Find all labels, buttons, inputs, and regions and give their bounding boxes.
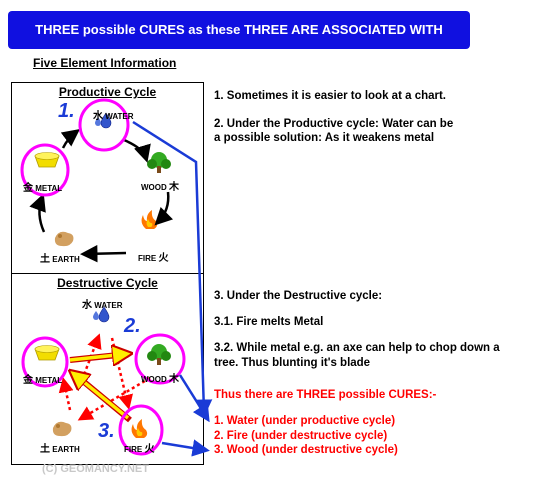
wood-highlight	[134, 333, 186, 385]
cure-2: 2. Fire (under destructive cycle)	[214, 430, 388, 442]
fire-label: FIRE 火	[138, 253, 169, 264]
cures-title: Thus there are THREE possible CURES:-	[214, 389, 437, 401]
note-3-2b: tree. Thus blunting it's blade	[214, 357, 371, 369]
earth-label-destructive: 土 EARTH	[40, 444, 80, 455]
note-3: 3. Under the Destructive cycle:	[214, 290, 383, 302]
fire-flame-icon-destructive	[131, 419, 148, 438]
metal-highlight-destructive	[21, 336, 69, 388]
destructive-marker-wood: 2.	[124, 315, 141, 337]
fire-label-destructive: FIRE 火	[124, 444, 155, 455]
copyright-text: (C) GEOMANCY.NET	[42, 463, 149, 475]
wood-tree-icon-destructive	[147, 344, 171, 365]
earth-icon	[54, 231, 74, 247]
earth-label: 土 EARTH	[40, 254, 80, 265]
note-3-2a: 3.2. While metal e.g. an axe can help to…	[214, 342, 500, 354]
note-2a: 2. Under the Productive cycle: Water can…	[214, 118, 454, 130]
wood-tree-icon	[147, 152, 171, 173]
cure-3: 3. Wood (under destructive cycle)	[214, 444, 398, 456]
fire-highlight	[118, 404, 164, 456]
wood-label-destructive: WOOD 木	[141, 374, 180, 385]
metal-label-destructive: 金 METAL	[23, 375, 63, 386]
destructive-marker-fire: 3.	[98, 420, 115, 442]
water-icon	[95, 112, 112, 129]
water-label: 水 WATER	[93, 111, 134, 122]
destructive-cycle-title: Destructive Cycle	[57, 276, 158, 290]
wood-label: WOOD 木	[141, 182, 180, 193]
metal-ingot-icon	[34, 152, 60, 168]
water-icon-destructive	[93, 306, 110, 323]
note-1: 1. Sometimes it is easier to look at a c…	[214, 90, 447, 102]
productive-cycle-panel: Productive Cycle	[11, 82, 204, 275]
productive-cycle-title: Productive Cycle	[58, 85, 157, 99]
note-3-1: 3.1. Fire melts Metal	[214, 316, 324, 328]
metal-label: 金 METAL	[23, 183, 63, 194]
metal-highlight-productive	[20, 143, 70, 197]
header-banner: THREE possible CURES as these THREE ARE …	[8, 11, 470, 75]
water-highlight	[78, 98, 130, 152]
cure-1: 1. Water (under productive cycle)	[214, 415, 396, 427]
productive-marker: 1.	[58, 100, 75, 122]
water-label-destructive: 水 WATER	[82, 300, 123, 311]
section-title: Five Element Information	[33, 56, 177, 70]
note-2b: a possible solution: As it weakens metal	[214, 132, 435, 144]
fire-flame-icon	[141, 210, 158, 229]
earth-icon-destructive	[52, 421, 72, 437]
metal-ingot-icon-destructive	[34, 345, 60, 361]
